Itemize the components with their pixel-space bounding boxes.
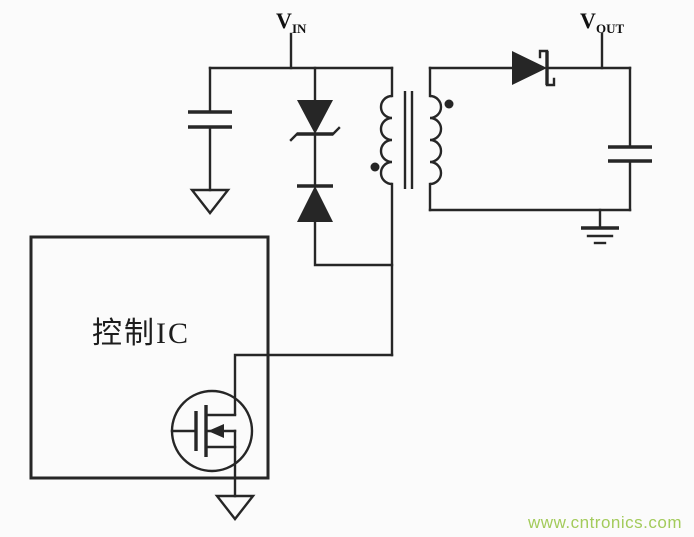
clamp-branch: [289, 66, 394, 267]
power-mosfet: [170, 389, 254, 498]
output-diode-triangle: [512, 51, 547, 85]
mosfet-body-arrow-icon: [208, 424, 224, 438]
output-diode-hooks: [538, 49, 556, 87]
input-filter-capacitor: [188, 66, 232, 192]
zener-bar-hooks: [289, 126, 341, 142]
output-rectifier-diode: [512, 49, 556, 87]
primary-polarity-dot: [370, 162, 380, 172]
blocking-diode: [297, 184, 333, 222]
input-ground-icon: [189, 188, 231, 215]
drain-routing-wire: [233, 353, 394, 416]
control-ic-box: [29, 235, 270, 480]
secondary-winding: [429, 94, 443, 186]
transformer-core: [403, 91, 414, 189]
source-ground-icon: [214, 494, 256, 521]
secondary-polarity-dot: [444, 99, 454, 109]
vin-subscript: IN: [292, 21, 307, 36]
flyback-transformer: [370, 66, 454, 357]
vout-text: V: [580, 8, 596, 33]
vin-text: V: [276, 8, 292, 33]
zener-triangle: [297, 100, 333, 134]
vin-label: V IN: [276, 8, 307, 70]
watermark-text: www.cntronics.com: [527, 513, 682, 532]
vout-label: V OUT: [580, 8, 625, 70]
secondary-ground-icon: [581, 208, 619, 245]
primary-winding: [379, 94, 393, 186]
control-ic-label: 控制IC: [92, 317, 190, 350]
diode-triangle: [297, 186, 333, 222]
output-filter-capacitor: [608, 66, 652, 212]
clamp-bottom-lead: [313, 220, 394, 267]
vout-subscript: OUT: [596, 21, 625, 36]
